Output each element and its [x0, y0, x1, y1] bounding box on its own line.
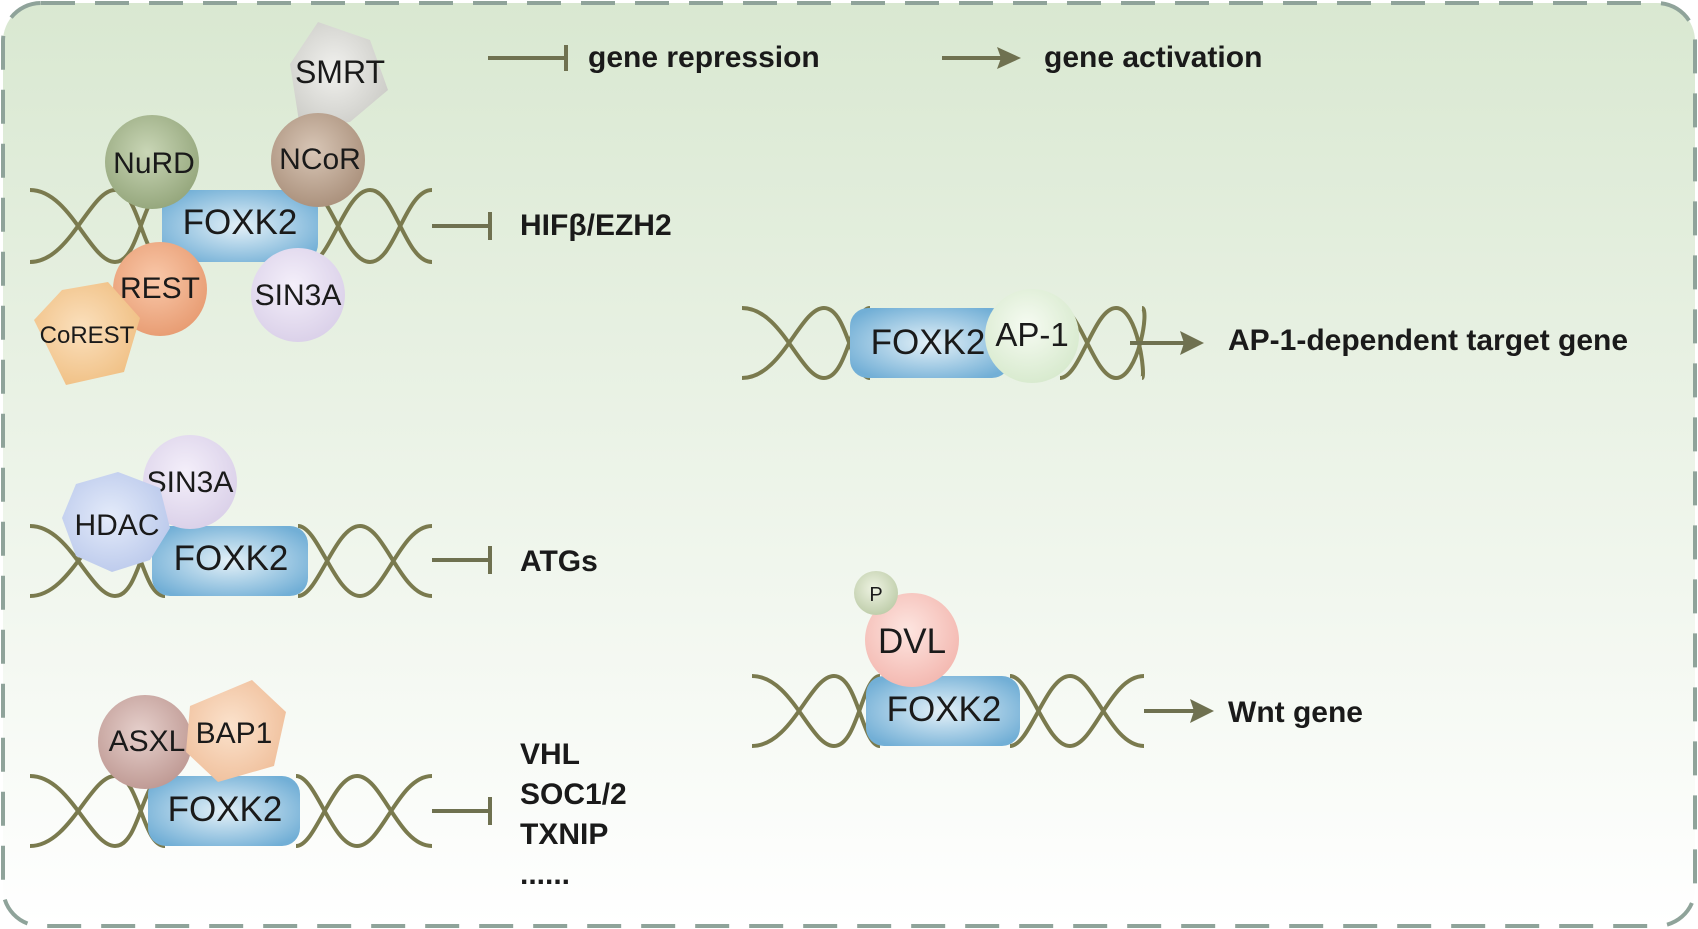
complex-ap1: FOXK2 AP-1 AP-1-dependent target gene — [741, 289, 1628, 383]
smrt-node — [290, 22, 388, 128]
legend-activation-label: gene activation — [1044, 41, 1262, 74]
ncor-label: NCoR — [279, 143, 361, 176]
complex-wnt: FOXK2 DVL P Wnt gene — [751, 571, 1363, 749]
ellipsis-label: ...... — [520, 858, 570, 891]
sin3a-node — [251, 248, 345, 342]
rest-label: REST — [120, 272, 200, 305]
nurd-node — [105, 115, 199, 209]
complex-atg: FOXK2 SIN3A HDAC ATGs — [29, 435, 598, 599]
dvl-label: DVL — [878, 622, 946, 661]
dna-helix — [751, 673, 1145, 749]
sin3a-label: SIN3A — [255, 279, 342, 312]
foxk2-label: FOXK2 — [871, 323, 986, 362]
hif-target-label: HIFβ/EZH2 — [520, 209, 672, 242]
foxk2-box — [152, 526, 308, 596]
activation-arrow-head — [1180, 331, 1204, 355]
ap1-target-label: AP-1-dependent target gene — [1228, 324, 1628, 357]
vhl-target-label: VHL — [520, 738, 580, 771]
complex-vhl: FOXK2 ASXL BAP1 VHL SOC1/2 TXNIP ...... — [29, 680, 627, 891]
foxk2-box — [850, 308, 1010, 378]
activation-arrow-head — [1190, 699, 1214, 723]
legend-repression-label: gene repression — [588, 41, 820, 74]
hdac-label: HDAC — [74, 509, 159, 542]
corest-node — [34, 282, 140, 385]
foxk2-label: FOXK2 — [174, 539, 289, 578]
txnip-target-label: TXNIP — [520, 818, 608, 851]
atg-target-label: ATGs — [520, 545, 598, 578]
phospho-node — [854, 571, 898, 615]
foxk2-box — [866, 676, 1020, 746]
phospho-label: P — [869, 584, 882, 606]
nurd-label: NuRD — [113, 147, 195, 180]
foxk2-box — [148, 776, 300, 846]
smrt-label: SMRT — [295, 54, 385, 90]
bap1-node — [186, 680, 286, 782]
ap1-node — [985, 289, 1079, 383]
foxk2-label: FOXK2 — [183, 203, 298, 242]
asxl-label: ASXL — [109, 725, 186, 758]
foxk2-box — [162, 190, 318, 262]
asxl-node — [98, 695, 192, 789]
hdac-node — [62, 472, 170, 572]
activation-arrow-head — [997, 47, 1021, 69]
bap1-label: BAP1 — [196, 717, 273, 750]
rest-node — [113, 242, 207, 336]
corest-label: CoREST — [40, 322, 135, 349]
foxk2-label: FOXK2 — [887, 690, 1002, 729]
ap1-label: AP-1 — [995, 316, 1068, 353]
dna-helix — [741, 305, 1147, 381]
ncor-node — [271, 113, 365, 207]
wnt-target-label: Wnt gene — [1228, 696, 1363, 729]
sin3a-node — [143, 435, 237, 529]
complex-hif: FOXK2 SMRT NuRD NCoR REST SIN3A CoREST H… — [29, 22, 672, 385]
dvl-node — [865, 593, 959, 687]
foxk2-label: FOXK2 — [168, 790, 283, 829]
legend: gene repression gene activation — [488, 41, 1262, 74]
soc-target-label: SOC1/2 — [520, 778, 627, 811]
